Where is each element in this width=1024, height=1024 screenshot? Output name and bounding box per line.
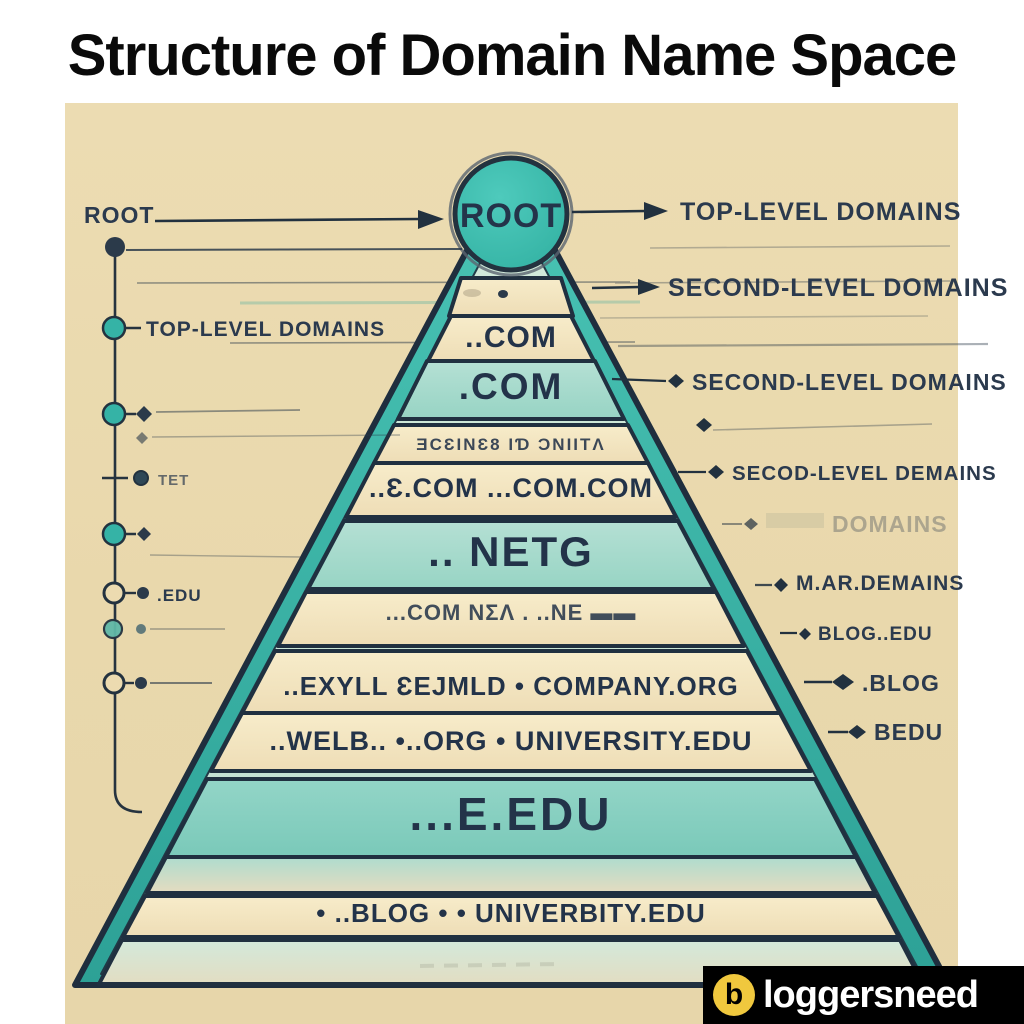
- bloggersneed-logo: b loggersneed: [703, 966, 1024, 1024]
- tier-12-label: • ..BLOG • • UNIVERBITY.EDU: [316, 898, 705, 928]
- tier-9-label: ..WELB.. •..ORG • UNIVERSITY.EDU: [270, 726, 753, 756]
- right-label-5: SECOD-LEVEL DEMAINS: [732, 462, 997, 485]
- right-arrowhead-6: [744, 518, 758, 530]
- right-diamond-4: [696, 418, 712, 432]
- left-rail-line: [113, 252, 143, 814]
- left-edu-label: .EDU: [157, 586, 202, 605]
- pyramid: ..COM .COM ƎCƐINƐ8 IƊ ƆNIITɅ ..Ɛ.COM ...…: [72, 151, 952, 988]
- right-arrowhead-1: [644, 202, 668, 220]
- tier-7-label: ...COM ΝΣΛ . ..ΝΕ ▬▬: [386, 600, 637, 625]
- right-label-3: SECOND-LEVEL DOMAINS: [692, 369, 1007, 395]
- right-arrowhead-8: [799, 628, 811, 640]
- left-node-1-line: [125, 248, 463, 251]
- left-node-6: [102, 581, 126, 605]
- root-node: ROOT: [448, 151, 574, 277]
- right-label-1: TOP-LEVEL DOMAINS: [680, 198, 961, 226]
- left-node-6-dot: [137, 587, 149, 599]
- left-top-level-label: TOP-LEVEL DOMAINS: [146, 318, 385, 341]
- left-node-3-line: [155, 409, 301, 413]
- left-node-8-dot: [135, 677, 147, 689]
- tier-6-label: .. NETG: [428, 528, 594, 575]
- tier-5-label: ..Ɛ.COM ...COM.COM: [369, 473, 653, 503]
- right-arrowhead-9: [832, 674, 854, 690]
- right-arrowhead-3: [668, 374, 684, 388]
- tier-11: [145, 855, 877, 895]
- tier-12: [121, 894, 901, 939]
- tier-10-label: ...E.EDU: [410, 788, 613, 840]
- root-label: ROOT: [460, 197, 562, 235]
- right-label-8: BLOG..EDU: [818, 624, 933, 645]
- tier-3-label: .COM: [459, 366, 564, 407]
- tier-5: [344, 461, 678, 519]
- tier-3: [396, 359, 626, 421]
- right-label-9: .BLOG: [862, 670, 940, 696]
- left-node-1: [105, 237, 125, 257]
- left-tet-label: TET: [158, 472, 189, 489]
- left-node-5-diamond: [137, 527, 151, 541]
- right-rail: TOP-LEVEL DOMAINS SECOND-LEVEL DOMAINS S…: [571, 198, 1008, 745]
- tier-1-dot: [498, 290, 508, 298]
- right-arrow-line-2: [591, 285, 641, 290]
- root-circle: [452, 155, 570, 273]
- right-arrowhead-10: [848, 725, 866, 739]
- tier-9: [209, 711, 813, 773]
- right-arrowhead-5: [708, 465, 724, 479]
- right-label-10: BEDU: [874, 719, 943, 745]
- page-title: Structure of Domain Name Space: [67, 23, 958, 88]
- left-root-arrow-line: [154, 217, 421, 223]
- left-faint-line: [151, 434, 401, 438]
- right-arrow-line-1: [571, 209, 647, 214]
- right-arrowhead-7: [774, 578, 788, 592]
- tier-4-label: ƎCƐINƐ8 IƊ ƆNIITɅ: [416, 435, 606, 454]
- right-arrowhead-2: [638, 279, 660, 295]
- left-node-3-diamond: [136, 406, 152, 422]
- tier-6: [306, 519, 716, 591]
- right-label-6-ghost: [766, 513, 824, 528]
- left-node-2: [101, 315, 127, 341]
- tier-8-label: ..EXYLL ƐEJMLD • COMPANY.ORG: [283, 671, 738, 701]
- left-node-3: [101, 401, 127, 427]
- left-node-8: [102, 671, 126, 695]
- right-label-6: DOMAINS: [832, 511, 948, 537]
- right-label-7: M.AR.DEMAINS: [796, 572, 964, 595]
- left-faint-line-2: [149, 554, 301, 558]
- left-small-diamond: [136, 432, 148, 444]
- tier-7: [276, 590, 746, 648]
- tier-2-label: ..COM: [465, 321, 557, 354]
- tier-1: [447, 276, 575, 318]
- left-root-arrowhead: [418, 210, 444, 229]
- right-arrow-line-3: [611, 377, 667, 383]
- left-rail: ROOT TOP-LEVEL DOMAINS TET .EDU: [84, 202, 463, 814]
- logo-name: loggersneed: [763, 974, 979, 1016]
- left-node-4: [133, 470, 149, 486]
- left-root-label: ROOT: [84, 202, 154, 228]
- left-node-7: [102, 618, 124, 640]
- logo-b-icon: b: [713, 974, 755, 1016]
- left-node-7-dot: [136, 624, 146, 634]
- right-label-2: SECOND-LEVEL DOMAINS: [668, 274, 1008, 302]
- left-node-5: [101, 521, 127, 547]
- tier-1-smudge: [463, 289, 481, 297]
